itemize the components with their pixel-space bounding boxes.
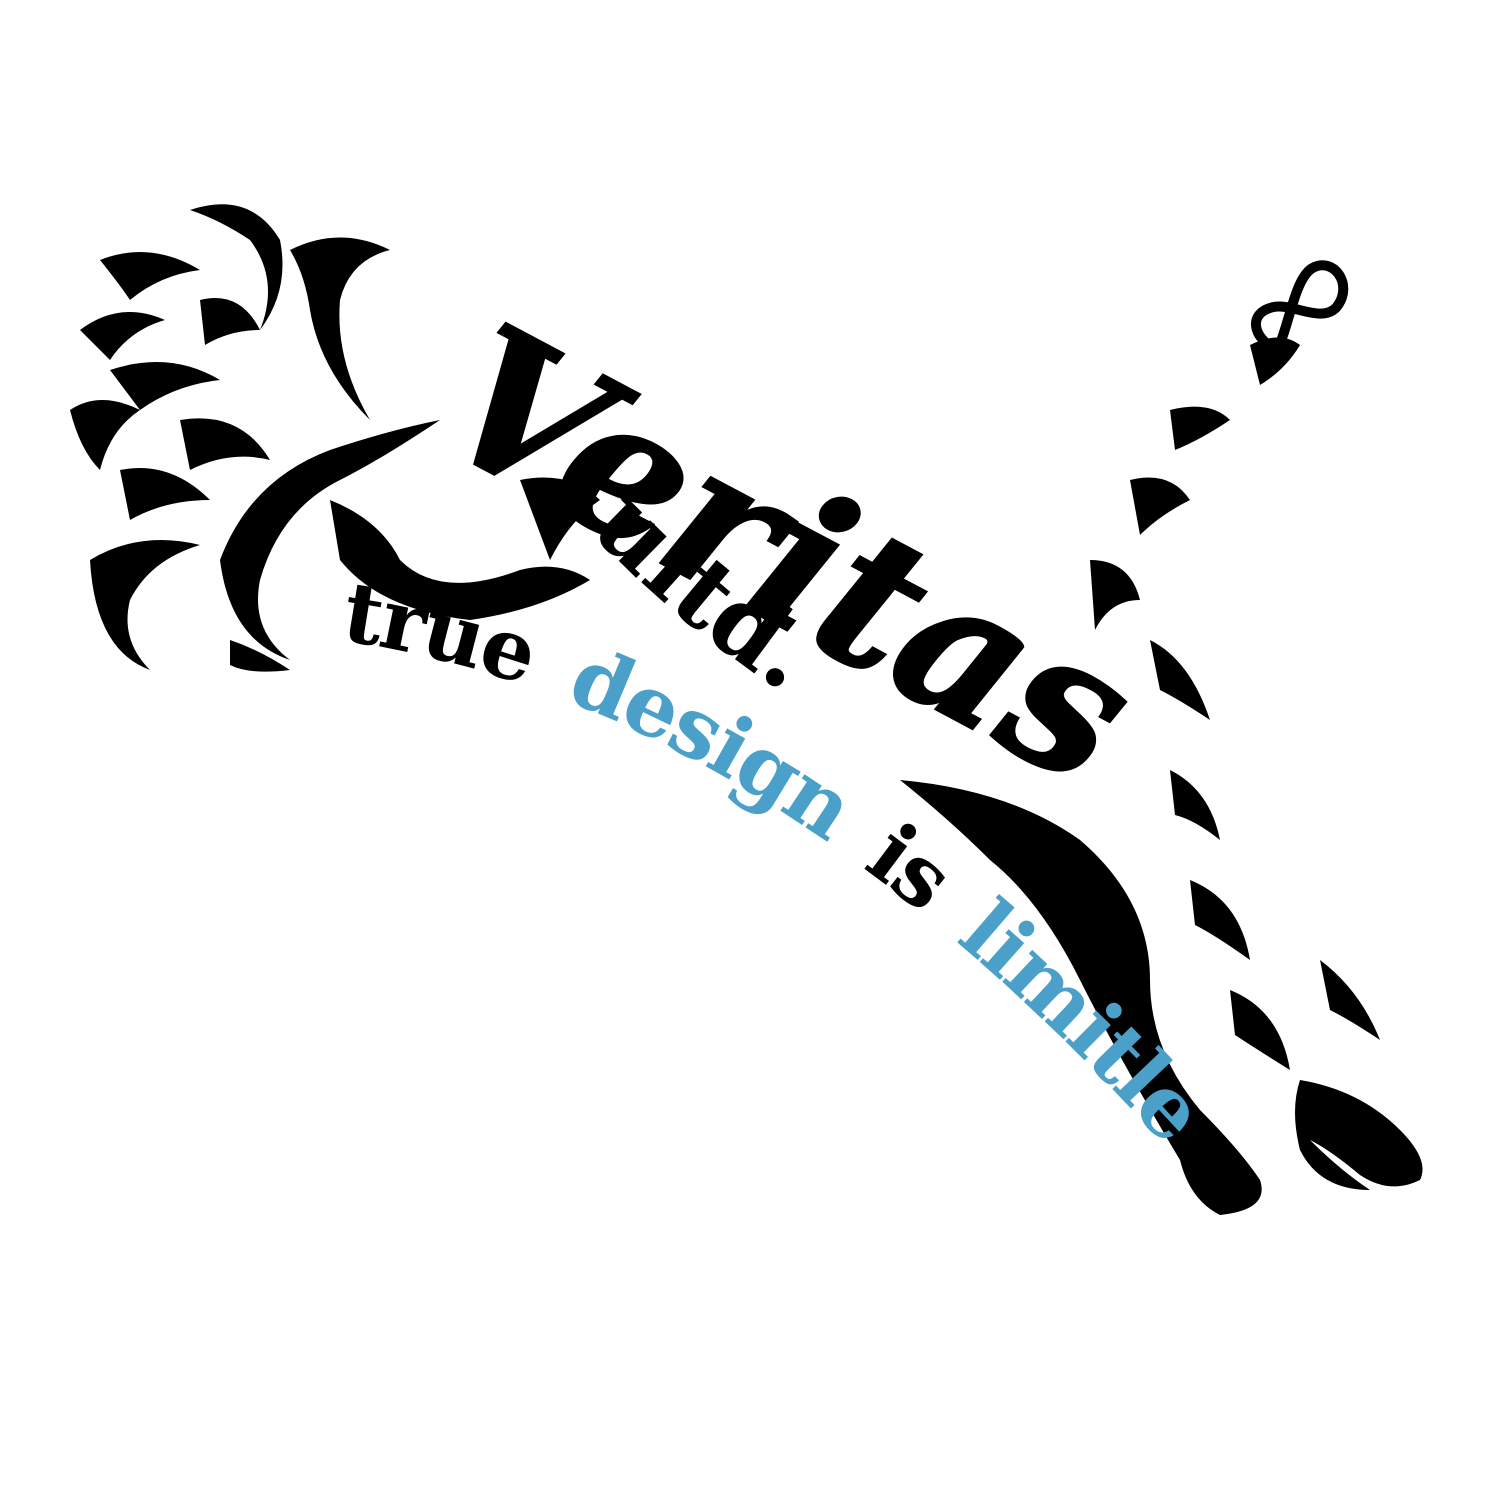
leaping-tiger-icon bbox=[70, 204, 1423, 1215]
infinity-icon bbox=[1250, 260, 1349, 357]
